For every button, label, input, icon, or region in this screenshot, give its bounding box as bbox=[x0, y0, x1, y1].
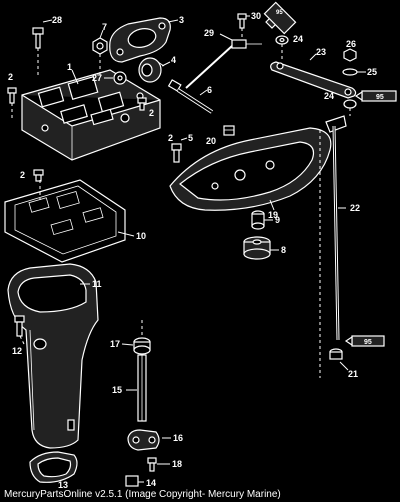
part-2-screw-b bbox=[33, 169, 44, 182]
label-3: 3 bbox=[179, 15, 184, 25]
part-25-washer bbox=[342, 68, 358, 76]
part-14-clip bbox=[125, 475, 139, 487]
part-5-screw bbox=[171, 143, 182, 163]
part-20-plug bbox=[223, 125, 235, 136]
label-4: 4 bbox=[171, 55, 176, 65]
label-18: 18 bbox=[172, 459, 182, 469]
part-17-grommet bbox=[133, 337, 151, 355]
label-16: 16 bbox=[173, 433, 183, 443]
label-28: 28 bbox=[52, 15, 62, 25]
tube-label-bottom: 95 bbox=[364, 339, 372, 346]
label-9: 9 bbox=[275, 215, 280, 225]
part-9-dowel bbox=[251, 210, 265, 230]
part-12-screw bbox=[14, 315, 25, 337]
part-15-water-tube bbox=[137, 354, 147, 422]
copyright-caption: MercuryPartsOnline v2.5.1 (Image Copyrig… bbox=[4, 489, 281, 500]
label-22: 22 bbox=[350, 203, 360, 213]
label-27: 27 bbox=[92, 73, 102, 83]
label-25: 25 bbox=[367, 67, 377, 77]
part-16-bracket bbox=[127, 429, 160, 451]
label-17: 17 bbox=[110, 339, 120, 349]
part-4-rubber-mount bbox=[138, 57, 165, 83]
label-29: 29 bbox=[204, 28, 214, 38]
lubricant-tube-95-bottom: 95 bbox=[344, 335, 385, 347]
tube-label-mid: 95 bbox=[376, 94, 384, 101]
part-21-bushing bbox=[329, 348, 343, 360]
part-27-washer bbox=[113, 71, 127, 85]
tube-label-top: 95 bbox=[276, 10, 283, 16]
part-29-link-rod bbox=[185, 39, 262, 89]
part-19-drive-shaft-housing-plate bbox=[169, 127, 332, 211]
part-11-driveshaft-housing bbox=[7, 263, 99, 449]
label-8: 8 bbox=[281, 245, 286, 255]
label-23: 23 bbox=[316, 47, 326, 57]
label-7: 7 bbox=[102, 22, 107, 32]
part-22-shift-shaft bbox=[325, 115, 347, 341]
part-7-nut bbox=[92, 37, 108, 55]
label-2a: 2 bbox=[8, 72, 13, 82]
part-2-screw-c bbox=[137, 97, 147, 111]
label-5: 5 bbox=[188, 133, 193, 143]
part-8-seal bbox=[243, 236, 271, 260]
part-6-long-bolt bbox=[167, 79, 214, 114]
label-11: 11 bbox=[92, 279, 102, 289]
exploded-parts-diagram: 28 2 2 1 7 3 bbox=[4, 1, 397, 490]
part-30-screw bbox=[237, 13, 247, 29]
part-3-mount-bracket bbox=[109, 17, 171, 63]
label-12: 12 bbox=[12, 346, 22, 356]
label-15: 15 bbox=[112, 385, 122, 395]
part-24-washer-mid bbox=[343, 99, 357, 109]
part-23-shift-lever bbox=[270, 61, 357, 99]
label-19: 19 bbox=[268, 210, 278, 220]
label-24b: 24 bbox=[324, 91, 334, 101]
label-30: 30 bbox=[251, 11, 261, 21]
label-26: 26 bbox=[346, 39, 356, 49]
lubricant-tube-95-mid: 95 bbox=[354, 90, 397, 102]
label-14: 14 bbox=[146, 478, 156, 488]
part-13-seal bbox=[29, 451, 78, 483]
part-18-screw bbox=[147, 457, 157, 472]
label-20: 20 bbox=[206, 136, 216, 146]
label-6: 6 bbox=[207, 85, 212, 95]
label-13: 13 bbox=[58, 480, 68, 490]
label-2c: 2 bbox=[149, 108, 154, 118]
label-10: 10 bbox=[136, 231, 146, 241]
label-24a: 24 bbox=[293, 34, 303, 44]
part-10-gasket bbox=[4, 179, 126, 263]
label-1: 1 bbox=[67, 62, 72, 72]
label-21: 21 bbox=[348, 369, 358, 379]
part-1-adapter-plate bbox=[21, 69, 161, 161]
part-2-screw-a bbox=[7, 87, 17, 104]
lubricant-tube-95-top: 95 bbox=[263, 1, 297, 35]
part-26-nut bbox=[343, 48, 357, 62]
label-2d: 2 bbox=[168, 133, 173, 143]
part-24-washer-top bbox=[275, 35, 289, 45]
label-2b: 2 bbox=[20, 170, 25, 180]
part-28-screw bbox=[32, 27, 44, 49]
